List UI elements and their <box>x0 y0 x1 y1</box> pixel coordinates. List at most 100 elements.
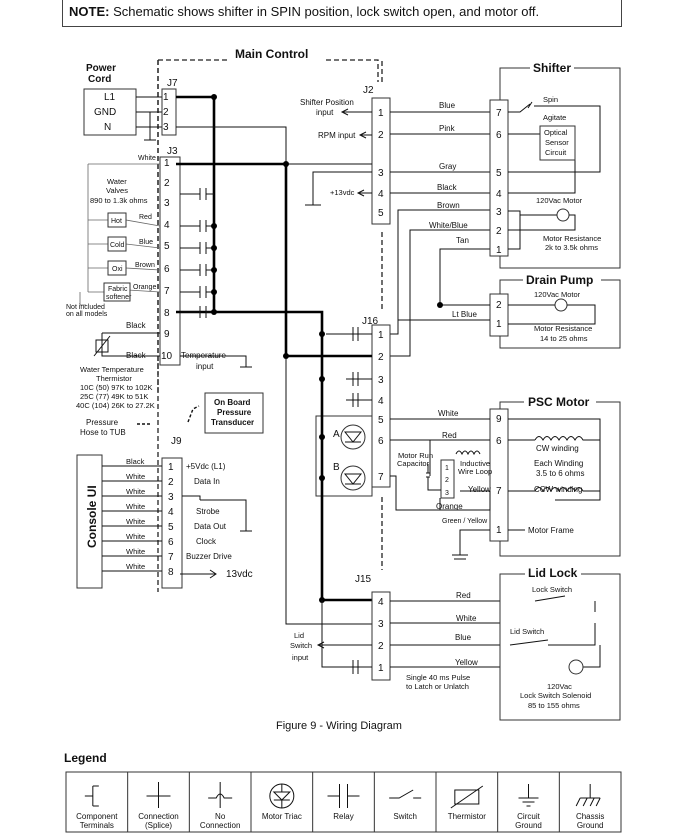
j15-pin-3: 3 <box>378 619 384 630</box>
wire-brown: Brown <box>437 201 460 210</box>
j2-13vdc: +13vdc <box>330 188 355 197</box>
legend-label: Relay <box>333 812 353 821</box>
relay-contact <box>180 264 214 276</box>
relay-contact <box>180 220 214 232</box>
valve-brown-wire: Brown <box>135 262 155 269</box>
j2-shifter-position: Shifter Position <box>300 98 354 107</box>
j3-label: J3 <box>167 146 178 157</box>
each-winding-l2: 3.5 to 6 ohms <box>536 469 584 478</box>
j15-pin-1: 1 <box>378 663 384 674</box>
j16-pin: 4 <box>378 396 384 407</box>
lid-switch-label: Lid Switch <box>510 627 544 636</box>
lid-lock-wires <box>390 600 595 668</box>
splice-dot <box>319 376 325 382</box>
drain-motor-wiring <box>508 304 596 325</box>
legend-symbol <box>327 784 360 808</box>
wire-blue: Blue <box>439 101 456 110</box>
j15-wire-yellow: Yellow <box>455 658 478 667</box>
psc-windings <box>534 436 600 493</box>
valve-hot-label: Hot <box>111 218 122 225</box>
drain-pump-connector <box>489 293 509 337</box>
shifter-pin: 4 <box>496 189 502 200</box>
shifter-pin: 1 <box>496 245 502 256</box>
valve-blue-wire: Blue <box>139 239 153 246</box>
lid-lock-title: Lid Lock <box>528 566 578 580</box>
psc-connector <box>489 408 509 542</box>
j7-pin-2: 2 <box>163 107 169 118</box>
wire-tan: Tan <box>456 236 469 245</box>
optical-l3: Circuit <box>545 148 567 157</box>
psc-internal-wires <box>508 418 601 531</box>
splice-dot <box>211 245 217 251</box>
thermistor-l1: Water Temperature <box>80 365 144 374</box>
lid-switch-l2: Switch <box>290 641 312 650</box>
shifter-connector <box>489 99 509 257</box>
j9-wire-color: White <box>126 487 145 496</box>
j9-signal: +5Vdc (L1) <box>186 462 226 471</box>
triac-b <box>340 465 366 491</box>
j3-pin-9: 9 <box>164 329 170 340</box>
console-ui-box <box>76 454 103 589</box>
solenoid-l2: Lock Switch Solenoid <box>520 691 591 700</box>
j15-label: J15 <box>355 574 372 585</box>
j15-wire-red: Red <box>456 591 471 600</box>
legend-label: Connection <box>138 812 178 821</box>
j2-rpm-input: RPM input <box>318 131 356 140</box>
j15-relay <box>352 660 359 674</box>
power-cord-wires <box>136 96 162 141</box>
j9-pin: 8 <box>168 567 174 578</box>
j9-wire-color: White <box>126 532 145 541</box>
thermistor-l5: 40C (104) 26K to 27.2K <box>76 401 155 410</box>
drain-pump-title-bg <box>523 274 601 286</box>
relay-contact <box>180 242 214 254</box>
drain-pump-title: Drain Pump <box>526 273 593 287</box>
j3-pin-1: 1 <box>164 158 170 169</box>
power-cord-title: Power <box>86 63 116 74</box>
j3-pin-3: 3 <box>164 198 170 209</box>
each-winding-l1: Each Winding <box>534 459 583 468</box>
splice-dot <box>211 309 217 315</box>
psc-pin-6: 6 <box>496 436 502 447</box>
j3-pin-7: 7 <box>164 286 170 297</box>
legend-label: Circuit <box>517 812 540 821</box>
j15-pin-2: 2 <box>378 641 384 652</box>
temperature-input-label: input <box>196 362 214 371</box>
inductive-loop <box>455 450 481 456</box>
power-cord-box <box>83 88 137 136</box>
j9-wire-color: White <box>126 472 145 481</box>
note-prefix: NOTE: <box>69 4 110 19</box>
splice-dot <box>211 289 217 295</box>
j15-pin-4: 4 <box>378 597 384 608</box>
optical-l1: Optical <box>544 128 568 137</box>
valve-hot <box>107 212 127 228</box>
lid-lock-title-bg <box>525 567 581 579</box>
relay-contact <box>180 306 214 318</box>
valve-fabric-softener <box>103 282 131 302</box>
j9-gnd-stub <box>182 495 201 500</box>
legend-symbol <box>146 782 171 808</box>
j2-pin: 5 <box>378 208 384 219</box>
lid-switch-l1: Lid <box>294 631 304 640</box>
valve-orange-wire: Orange <box>133 284 156 291</box>
optical-l2: Sensor <box>545 138 569 147</box>
j2-pin: 1 <box>378 108 384 119</box>
legend-label-2: Connection <box>200 821 240 830</box>
shifter-pin: 7 <box>496 108 502 119</box>
relay-contact <box>180 286 214 298</box>
shifter-spin: Spin <box>543 95 558 104</box>
psc-wires <box>390 418 491 511</box>
j2-pin: 3 <box>378 168 384 179</box>
j9-connector <box>161 457 183 589</box>
water-valves-l3: 890 to 1.3k ohms <box>90 196 148 205</box>
pressure-transducer-box <box>204 392 264 434</box>
j2-gnd-wire <box>305 171 372 206</box>
triac-a <box>340 424 366 450</box>
shifter-res-l2: 2k to 3.5k ohms <box>545 243 598 252</box>
shifter-motor-wiring <box>508 210 576 250</box>
psc-wire-orange: Orange <box>436 502 463 511</box>
splice-dot <box>319 331 325 337</box>
thermistor-symbol <box>93 332 160 357</box>
